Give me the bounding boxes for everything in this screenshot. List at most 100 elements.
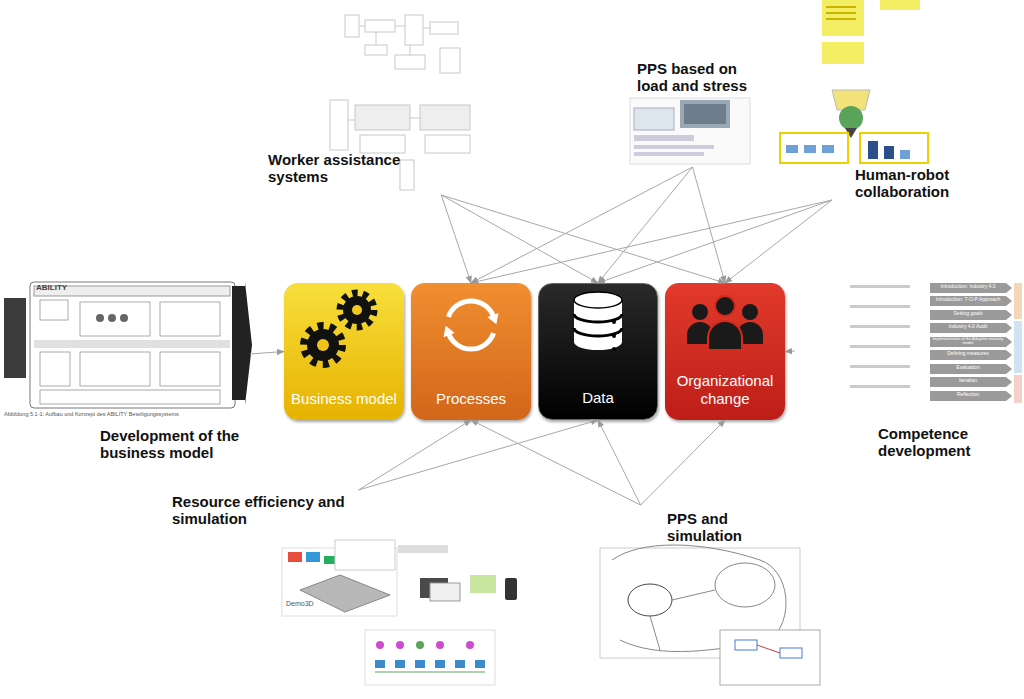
- human-robot-illustration: [780, 0, 928, 163]
- competence-illustration-part: [930, 377, 1012, 387]
- business-model-illustration-part: [40, 352, 70, 386]
- topic-heading: Resource efficiency and simulation: [172, 493, 367, 527]
- competence-illustration-part: [850, 305, 910, 308]
- annotation-text: Introduction: T-O-P Approach: [932, 297, 1004, 303]
- annotation-text: Evaluation: [932, 365, 1004, 371]
- business-model-illustration-part: [40, 300, 68, 320]
- connector-arrow: [598, 420, 641, 505]
- competence-illustration-part: [930, 296, 1012, 306]
- worker-assistance-illustration-part: [395, 55, 425, 69]
- business-model-illustration-part: [4, 298, 26, 378]
- connector-arrow: [441, 195, 598, 283]
- connector-arrow: [471, 200, 832, 283]
- competence-illustration-part: [930, 364, 1012, 374]
- worker-assistance-illustration-part: [440, 48, 460, 73]
- connector-arrow: [359, 420, 472, 490]
- pps-simulation-illustration-part: [612, 545, 786, 640]
- human-robot-illustration-part: [880, 0, 920, 10]
- competence-illustration-part: [850, 285, 910, 288]
- pps-load-illustration-part: [630, 98, 750, 164]
- annotation-text: ABILITY: [36, 284, 96, 293]
- resource-illustration-part: [306, 552, 320, 562]
- resource-illustration-part: [475, 660, 485, 668]
- pps-load-illustration-part: [634, 152, 704, 156]
- topic-group: Competence development: [795, 275, 1024, 465]
- human-robot-illustration-part: [786, 145, 798, 153]
- connector-arrow: [598, 167, 693, 283]
- business-model-illustration-part: [40, 390, 220, 404]
- resource-illustration-part: [505, 578, 517, 600]
- connector-arrow: [693, 167, 726, 283]
- worker-assistance-illustration-part: [410, 118, 420, 119]
- annotation-text: Demo3D: [286, 600, 326, 608]
- pps-simulation-illustration-part: [757, 645, 780, 653]
- human-robot-illustration-part: [780, 133, 848, 163]
- pps-simulation-illustration-part: [672, 590, 715, 600]
- topic-group: Human-robot collaboration: [775, 0, 965, 200]
- connector-arrow: [441, 195, 471, 283]
- connector-arrow: [725, 200, 832, 283]
- human-robot-illustration-part: [822, 0, 864, 36]
- topic-group: Development of the business model: [0, 280, 250, 465]
- resource-illustration: [282, 540, 517, 685]
- business-model-illustration-part: [30, 282, 235, 408]
- worker-assistance-illustration-part: [423, 28, 430, 29]
- topic-heading: Development of the business model: [100, 427, 272, 461]
- worker-assistance-illustration-part: [400, 160, 414, 190]
- human-robot-illustration-part: [868, 141, 878, 159]
- competence-illustration-part: [850, 385, 910, 388]
- human-robot-illustration-part: [860, 133, 928, 163]
- connector-arrow: [441, 195, 725, 283]
- annotation-text: Iteration: [932, 378, 1004, 384]
- human-robot-illustration-part: [826, 18, 856, 20]
- connector-arrow: [471, 167, 693, 283]
- human-robot-illustration-part: [826, 12, 856, 14]
- topic-group: PPS and simulation: [590, 505, 820, 699]
- pps-simulation-illustration-part: [780, 648, 802, 658]
- competence-illustration-part: [850, 365, 910, 368]
- topic-heading: Human-robot collaboration: [855, 166, 965, 200]
- pps-simulation-illustration-part: [628, 584, 672, 616]
- resource-illustration-part: [470, 575, 496, 593]
- worker-assistance-illustration-part: [420, 105, 470, 130]
- topic-heading: PPS and simulation: [667, 510, 762, 544]
- pps-load-illustration-part: [680, 100, 730, 128]
- core-box: Business model: [284, 283, 404, 420]
- core-box: Data: [538, 283, 658, 420]
- competence-illustration-part: [850, 345, 910, 348]
- competence-illustration-part: [930, 310, 1012, 320]
- resource-illustration-part: [466, 641, 474, 649]
- topic-group: Worker assistance systems: [265, 20, 480, 195]
- worker-assistance-illustration-part: [360, 135, 405, 153]
- resource-illustration-part: [288, 552, 302, 562]
- competence-illustration-part: [930, 391, 1012, 401]
- topic-heading: Worker assistance systems: [268, 151, 423, 185]
- resource-illustration-part: [398, 545, 448, 553]
- competence-illustration: [850, 283, 1022, 403]
- worker-assistance-illustration-part: [355, 105, 410, 130]
- pps-load-illustration: [630, 98, 750, 164]
- competence-illustration-part: [930, 337, 1012, 347]
- competence-illustration-part: [1014, 375, 1022, 403]
- resource-illustration-part: [375, 660, 385, 668]
- business-model-illustration-part: [34, 340, 230, 348]
- business-model-illustration-part: [80, 352, 150, 386]
- topic-heading: Competence development: [878, 425, 990, 459]
- connector-arrow: [359, 420, 599, 490]
- worker-assistance-illustration-part: [410, 45, 411, 55]
- annotation-text: Abbildung 5.1-1: Aufbau und Konzept des …: [4, 411, 249, 417]
- human-robot-illustration-part: [826, 6, 856, 8]
- pps-load-illustration-part: [634, 108, 674, 130]
- resource-illustration-part: [395, 660, 405, 668]
- worker-assistance-illustration-part: [365, 45, 387, 55]
- human-robot-illustration-part: [839, 106, 863, 130]
- worker-assistance-illustration-part: [405, 15, 423, 45]
- box-label: Business model: [284, 390, 404, 408]
- core-box: Organizational change: [665, 283, 785, 420]
- resource-illustration-part: [436, 641, 444, 649]
- connector-arrow: [250, 352, 284, 355]
- topic-heading: PPS based on load and stress: [637, 60, 762, 94]
- human-robot-illustration-part: [804, 145, 816, 153]
- worker-assistance-illustration-part: [430, 22, 458, 34]
- pps-load-illustration-part: [634, 135, 694, 141]
